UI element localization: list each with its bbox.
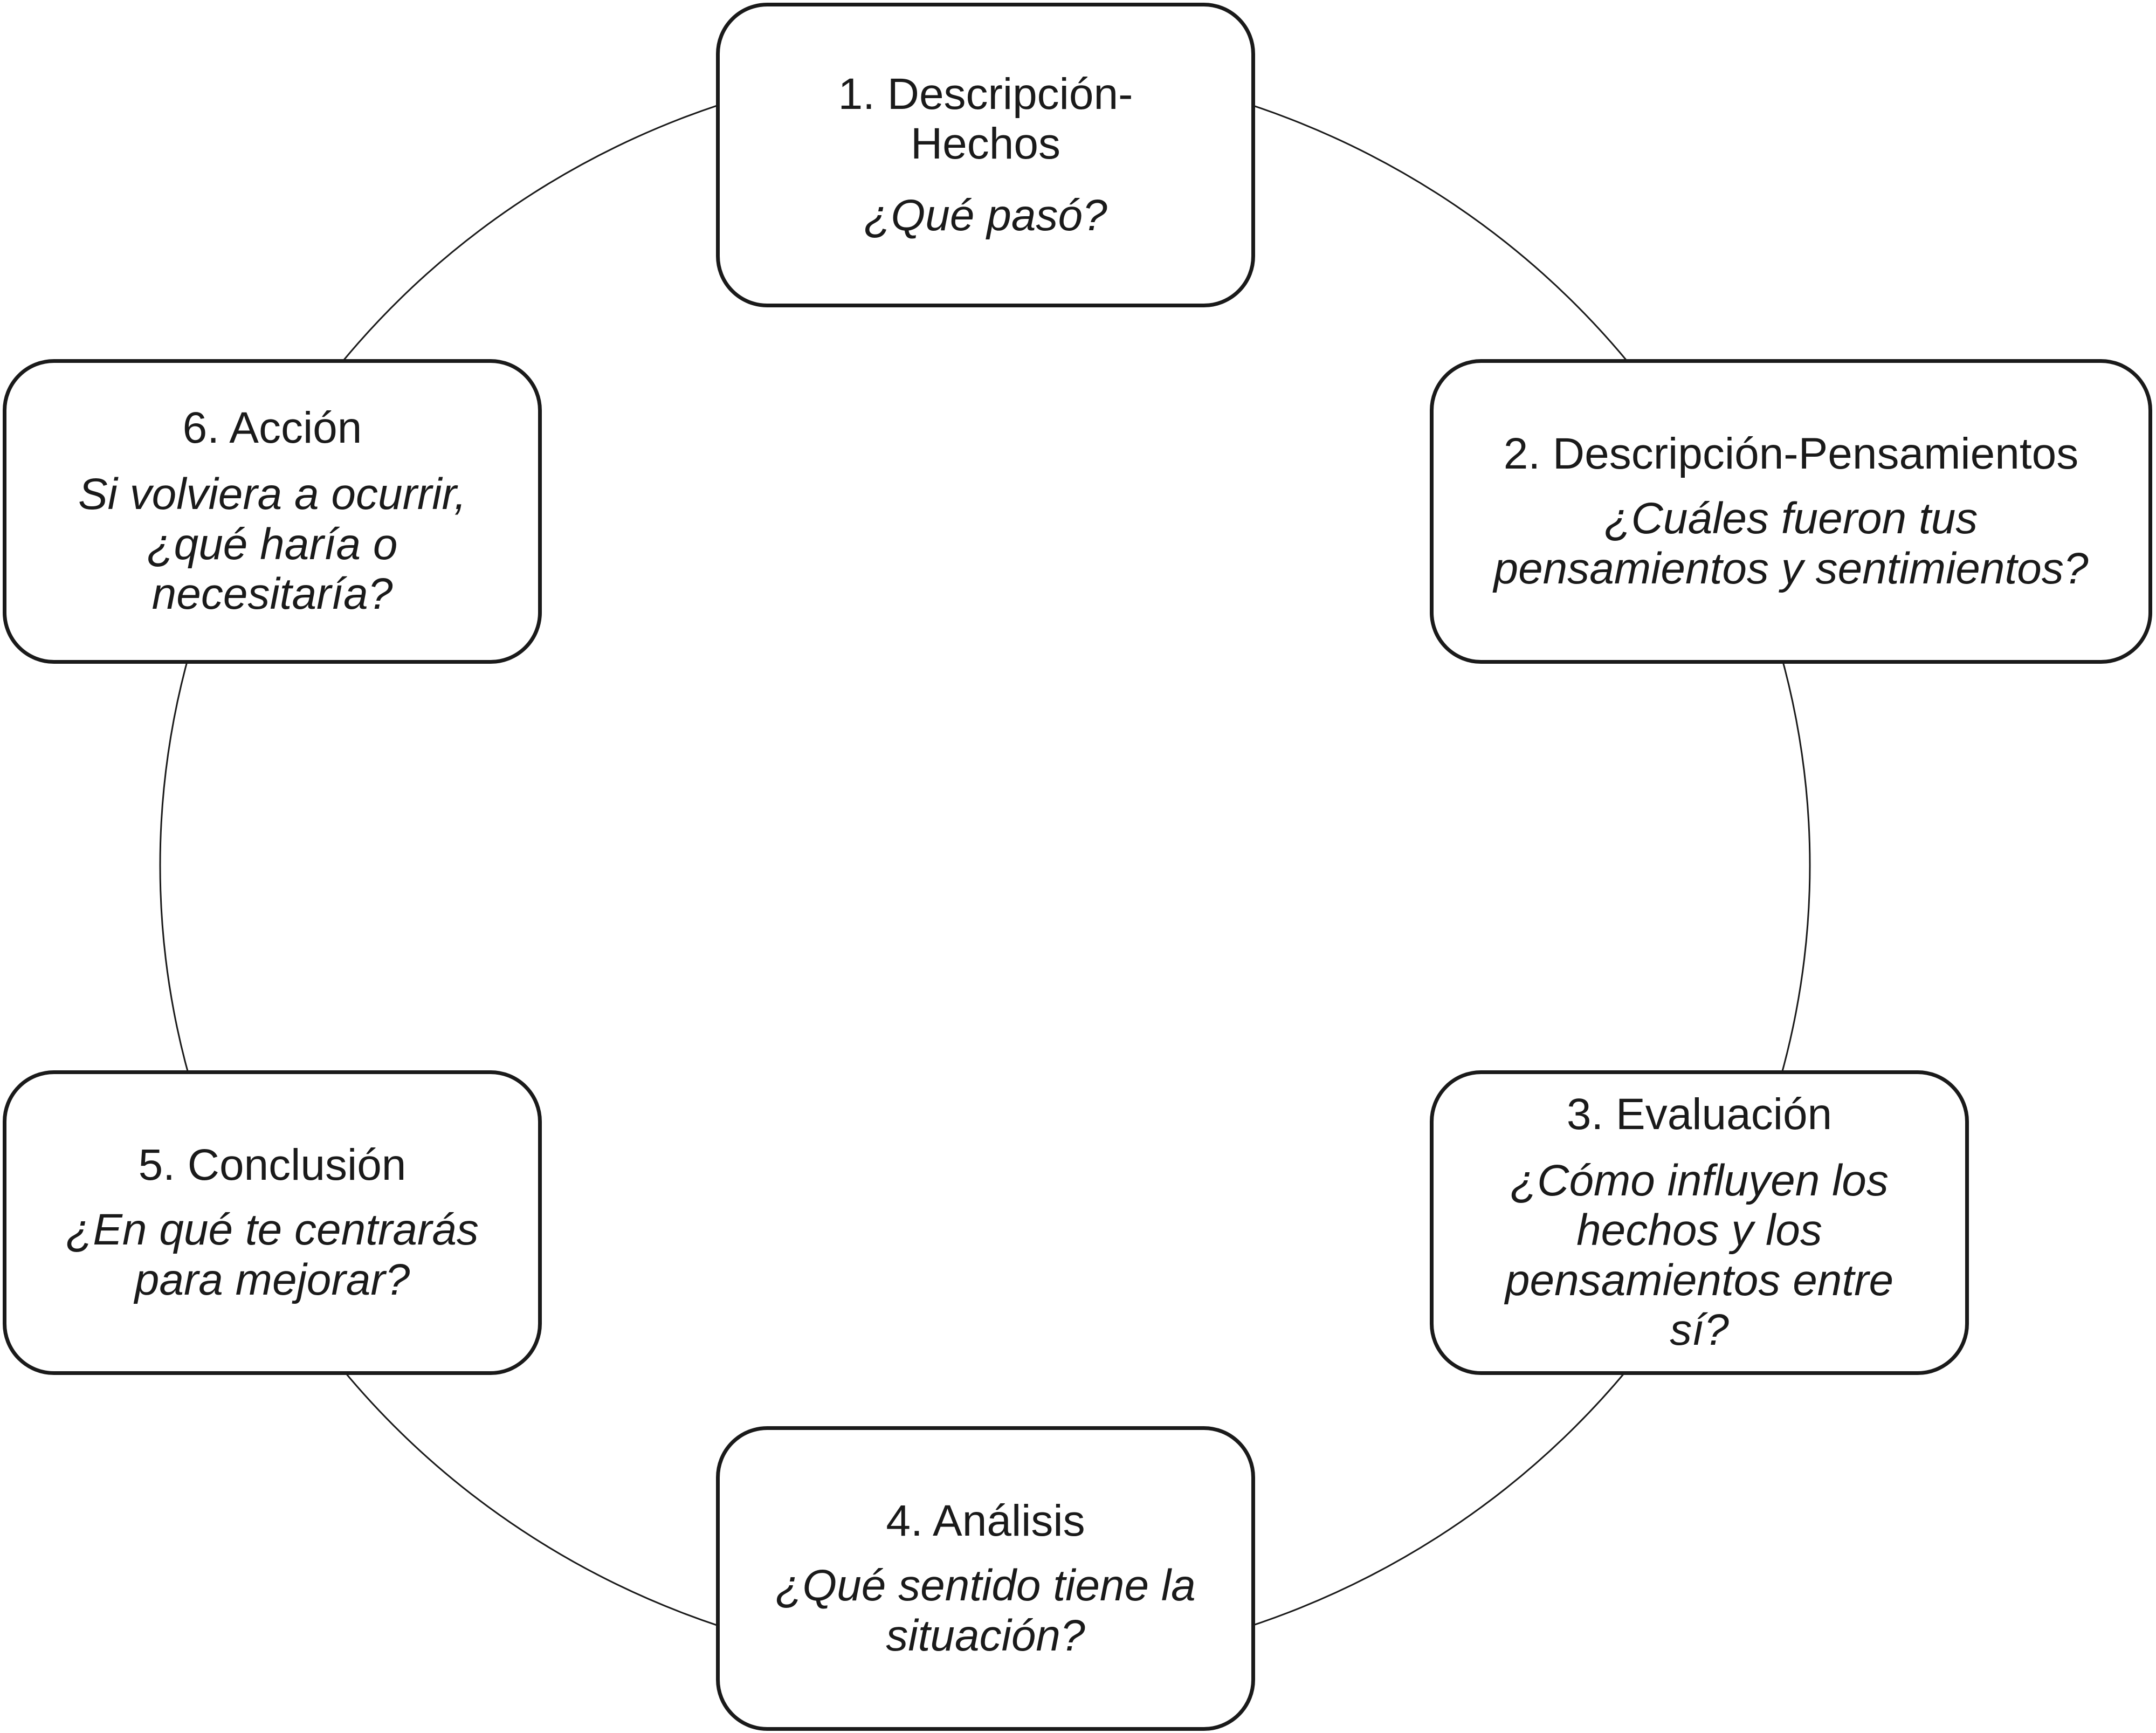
step-4-analysis-box: 4. Análisis ¿Qué sentido tiene la situac…	[716, 1426, 1255, 1731]
step-1-title: 1. Descripción- Hechos	[838, 69, 1133, 169]
step-6-title: 6. Acción	[182, 403, 362, 453]
step-2-question: ¿Cuáles fueron tus pensamientos y sentim…	[1493, 494, 2089, 593]
step-1-description-facts-box: 1. Descripción- Hechos ¿Qué pasó?	[716, 3, 1255, 307]
step-5-title: 5. Conclusión	[138, 1140, 407, 1189]
step-6-question: Si volviera a ocurrir, ¿qué haría o nece…	[78, 469, 467, 619]
step-3-evaluation-box: 3. Evaluación ¿Cómo influyen los hechos …	[1430, 1070, 1969, 1375]
step-3-title: 3. Evaluación	[1566, 1089, 1833, 1139]
step-4-question: ¿Qué sentido tiene la situación?	[775, 1561, 1196, 1660]
step-1-question: ¿Qué pasó?	[864, 190, 1107, 240]
step-2-description-thoughts-box: 2. Descripción-Pensamientos ¿Cuáles fuer…	[1430, 359, 2152, 664]
step-6-action-box: 6. Acción Si volviera a ocurrir, ¿qué ha…	[3, 359, 542, 664]
step-2-title: 2. Descripción-Pensamientos	[1503, 429, 2079, 478]
step-5-question: ¿En qué te centrarás para mejorar?	[66, 1205, 479, 1304]
step-4-title: 4. Análisis	[886, 1496, 1085, 1545]
step-5-conclusion-box: 5. Conclusión ¿En qué te centrarás para …	[3, 1070, 542, 1375]
step-3-question: ¿Cómo influyen los hechos y los pensamie…	[1505, 1156, 1894, 1355]
